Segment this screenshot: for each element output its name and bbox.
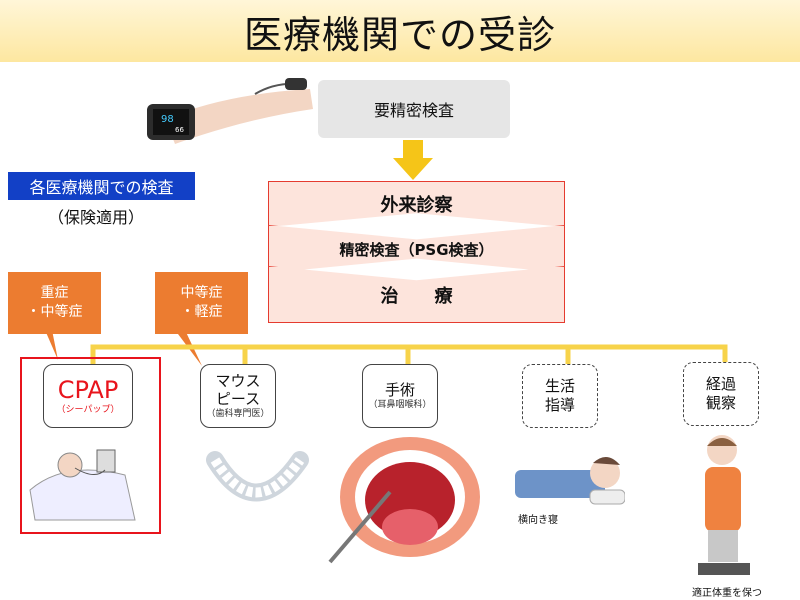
treatment-observation: 経過観察 — [683, 362, 759, 426]
side-sleeping-illustration — [515, 456, 625, 505]
callout-mild: 中等症・軽症 — [155, 272, 248, 334]
treatment-sub: （シーパップ） — [56, 405, 120, 416]
mouthpiece-illustration — [206, 451, 309, 502]
pulse-oximeter-photo: 98 66 — [147, 78, 313, 144]
treatment-name: CPAP — [57, 376, 119, 405]
request-box: 要精密検査 — [318, 80, 510, 138]
treatment-name: 生活 — [544, 377, 575, 396]
step-psg: 精密検査（PSG検査） — [268, 225, 565, 273]
insurance-note: （保険適用） — [48, 208, 145, 227]
person-weight-illustration — [698, 435, 750, 575]
treatment-surgery: 手術（耳鼻咽喉科） — [362, 364, 438, 428]
caption-weight: 適正体重を保つ — [692, 588, 762, 599]
treatment-name: ピース — [215, 390, 261, 409]
caption-side-sleeping: 横向き寝 — [518, 515, 558, 526]
pulse-readout: 66 — [175, 126, 184, 134]
treatment-name: 観察 — [705, 394, 736, 412]
cpap-highlight — [20, 357, 161, 534]
callout-severe: 重症・中等症 — [8, 272, 101, 334]
treatment-cpap: CPAP（シーパップ） — [43, 364, 133, 428]
spo2-readout: 98 — [161, 114, 174, 125]
callout-text: 重症 — [40, 285, 69, 302]
callout-text: 中等症 — [180, 285, 223, 302]
down-arrow-icon — [393, 140, 433, 180]
step-outpatient: 外来診察 — [268, 181, 565, 227]
mouth-illustration — [328, 437, 480, 564]
treatment-name: マウス — [215, 371, 261, 390]
cpap-illustration — [29, 449, 136, 521]
callout-text: ・中等症 — [26, 304, 83, 320]
section-label: 各医療機関での検査 — [8, 172, 195, 200]
treatment-name: 経過 — [705, 375, 736, 394]
treatment-name: 指導 — [544, 396, 575, 414]
connector-lines — [45, 330, 728, 366]
treatment-mouthpiece: マウスピース（歯科専門医） — [200, 364, 276, 428]
treatment-name: 手術 — [384, 381, 415, 399]
treatment-sub: （歯科専門医） — [206, 409, 270, 420]
callout-text: ・軽症 — [180, 304, 223, 320]
page-title: 医療機関での受診 — [0, 0, 800, 62]
treatment-sub: （耳鼻咽喉科） — [368, 399, 432, 410]
treatment-lifestyle: 生活指導 — [522, 364, 598, 428]
